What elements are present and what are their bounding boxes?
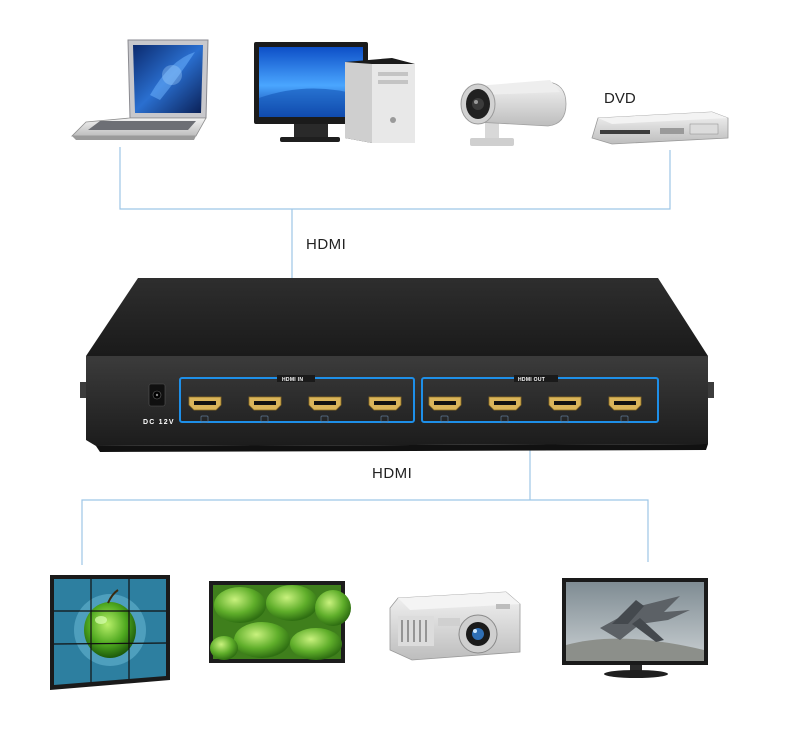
laptop-icon (71, 39, 209, 140)
hdmi-output-label: HDMI (372, 465, 412, 482)
hdmi-input-label: HDMI (306, 236, 346, 253)
switch-top-panel (86, 278, 708, 356)
hdmi-port-out-2 (488, 396, 522, 423)
hdmi-in-label: HDMI IN (282, 377, 303, 383)
dvd-player-icon (591, 111, 729, 145)
dc-power-port (148, 383, 166, 407)
hdmi-matrix-switch: DC 12V HDMI IN HDMI OUT (80, 278, 714, 452)
hdmi-port-in-4 (368, 396, 402, 423)
hdmi-port-out-1 (428, 396, 462, 423)
dc-12v-label: DC 12V (143, 419, 175, 426)
lcd-monitor-icon (209, 581, 351, 663)
flat-tv-icon (562, 578, 708, 678)
dvd-label: DVD (604, 90, 636, 107)
hdmi-port-out-4 (608, 396, 642, 423)
video-wall-icon (50, 575, 170, 690)
hdmi-port-in-2 (248, 396, 282, 423)
hdmi-port-in-1 (188, 396, 222, 423)
security-camera-icon (460, 80, 567, 146)
display-bus-line (81, 499, 649, 565)
source-bus-line (119, 147, 671, 210)
hdmi-out-label: HDMI OUT (518, 377, 545, 383)
desktop-computer-icon (254, 42, 415, 143)
hdmi-port-out-3 (548, 396, 582, 423)
projector-icon (389, 591, 521, 661)
hdmi-port-in-3 (308, 396, 342, 423)
